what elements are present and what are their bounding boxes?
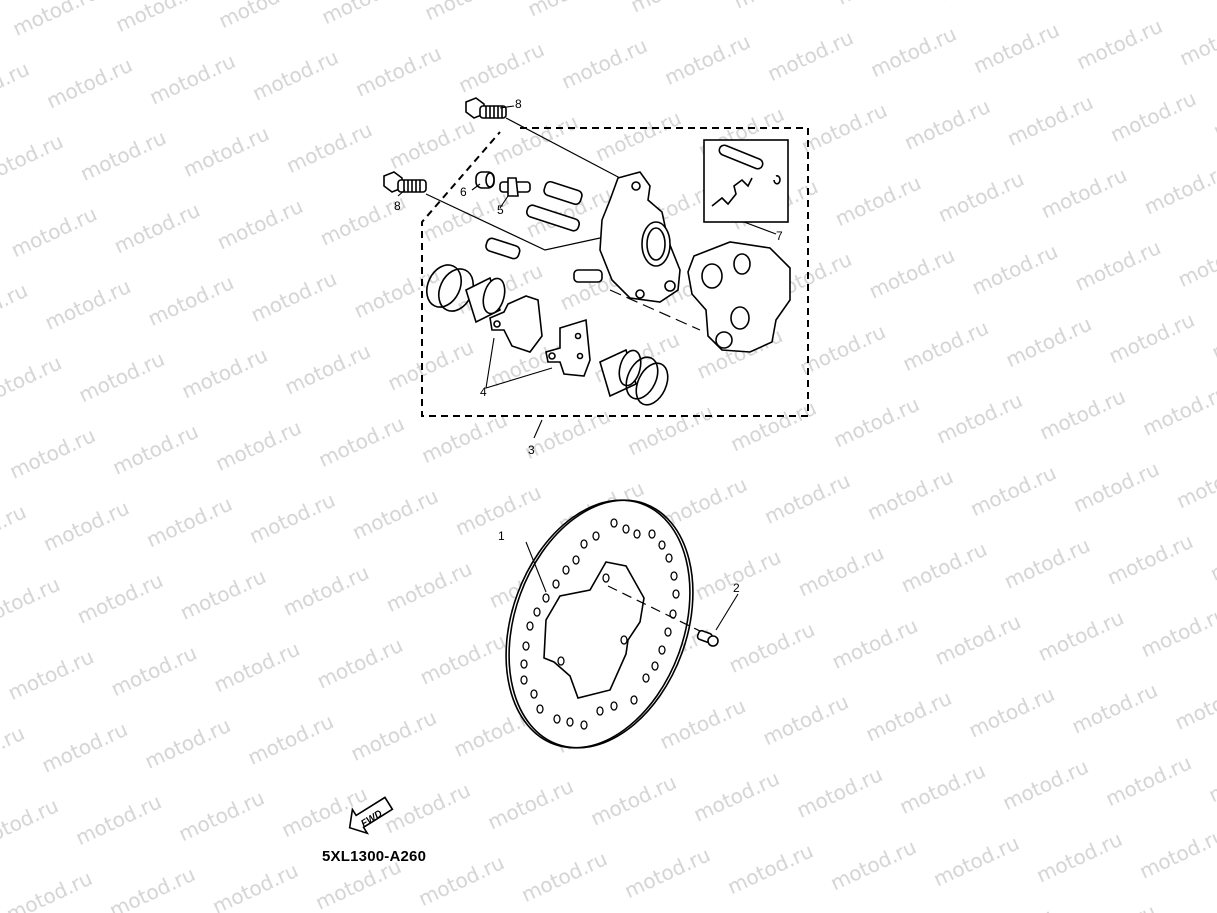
- slide-pins: [485, 180, 583, 260]
- disc-holes: [520, 518, 680, 730]
- brake-disc: [505, 499, 703, 749]
- piston-right: [599, 348, 669, 406]
- assembly-outline: [421, 127, 809, 417]
- brake-pad-outer: [545, 318, 591, 377]
- callout-8-upper: 8: [515, 97, 522, 111]
- callout-5: 5: [497, 203, 504, 217]
- fwd-arrow-icon: [348, 796, 394, 835]
- callout-2: 2: [733, 581, 740, 595]
- bolt-8-lower: [383, 171, 601, 251]
- disc-bolt-2: [696, 593, 739, 647]
- callout-8-lower: 8: [394, 199, 401, 213]
- brake-pad-inner: [489, 295, 543, 353]
- bolt-8-upper: [465, 97, 621, 179]
- callout-1: 1: [498, 529, 505, 543]
- callout-7: 7: [776, 229, 783, 243]
- leader-line-1: [525, 541, 547, 593]
- bleed-screw-5: [499, 177, 531, 197]
- leader-lines: [397, 105, 553, 439]
- callout-6: 6: [460, 185, 467, 199]
- caliper-body: [687, 241, 791, 353]
- drawing-code: 5XL1300-A260: [322, 848, 427, 865]
- bleed-cap-6: [475, 171, 495, 189]
- piston-left: [465, 276, 506, 324]
- callout-labels: 8 8 6 5 7 4 3 1 2: [394, 97, 783, 595]
- pad-pin-kit-box: [703, 139, 789, 235]
- caliper-bracket: [573, 171, 681, 303]
- callout-3: 3: [528, 443, 535, 457]
- callout-4: 4: [480, 385, 487, 399]
